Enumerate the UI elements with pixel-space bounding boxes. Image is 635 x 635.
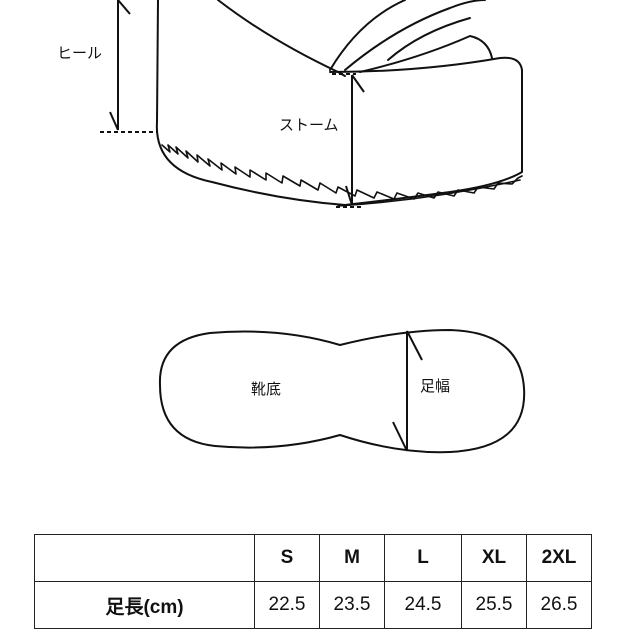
table-row: 足長(cm) 22.5 23.5 24.5 25.5 26.5 <box>34 581 592 629</box>
foot-length-m: 23.5 <box>319 581 385 629</box>
foot-length-label: 足長(cm) <box>34 581 255 629</box>
heel-arrowhead-bottom <box>109 111 119 131</box>
size-header-m: M <box>319 534 385 582</box>
size-header-xl: XL <box>461 534 527 582</box>
sole-bottom <box>337 179 521 207</box>
size-corner-cell <box>34 534 255 582</box>
insole-top-view <box>158 328 526 454</box>
foot-length-2xl: 26.5 <box>526 581 592 629</box>
footbed-top <box>329 56 523 73</box>
insole-outline <box>158 328 526 454</box>
platform-front <box>344 69 523 206</box>
platform-arrowhead-top <box>351 74 365 93</box>
wedge-back-outline <box>155 0 346 206</box>
size-table: S M L XL 2XL 足長(cm) 22.5 23.5 24.5 25.5 … <box>34 534 592 629</box>
footbed-inner <box>359 35 493 73</box>
heel-label: ヒール <box>57 44 103 62</box>
strap-inner-2 <box>387 17 471 61</box>
wedge-top-line <box>217 0 339 73</box>
heel-measure <box>100 0 158 133</box>
foot-length-xl: 25.5 <box>461 581 527 629</box>
width-arrowhead-bottom <box>392 421 408 452</box>
width-arrowhead-top <box>406 330 423 361</box>
foot-length-s: 22.5 <box>254 581 320 629</box>
strap-outer <box>329 0 406 71</box>
platform-label: ストーム <box>279 116 339 134</box>
size-header-s: S <box>254 534 320 582</box>
strap-inner <box>344 0 486 71</box>
platform-measure <box>332 73 365 208</box>
heel-arrowhead-top <box>117 0 131 15</box>
size-header-row: S M L XL 2XL <box>34 534 592 582</box>
width-label: 足幅 <box>420 377 451 395</box>
platform-arrowhead-bottom <box>345 185 353 206</box>
sandal-side-view <box>155 0 523 207</box>
insole-label: 靴底 <box>251 380 282 398</box>
foot-length-l: 24.5 <box>384 581 462 629</box>
size-header-l: L <box>384 534 462 582</box>
size-header-2xl: 2XL <box>526 534 592 582</box>
